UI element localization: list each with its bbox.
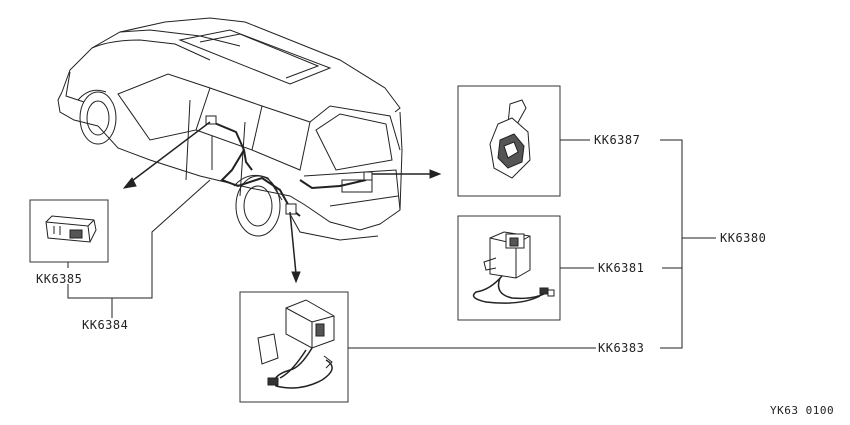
switch-box xyxy=(29,199,109,263)
kit-bracket xyxy=(660,139,716,349)
control-unit-box xyxy=(239,291,349,403)
tail-unit-part xyxy=(489,99,531,179)
label-tail-unit: KK6387 xyxy=(594,133,641,147)
control-unit-part xyxy=(257,299,335,389)
arrow-to-tail-unit xyxy=(372,169,442,179)
switch-part xyxy=(45,215,97,243)
vehicle-illustration xyxy=(57,17,403,241)
sensor-part xyxy=(472,231,555,304)
diagram-code: YK63 0100 xyxy=(770,404,835,417)
tail-unit-box xyxy=(457,85,561,197)
label-switch-assy: KK6384 xyxy=(82,318,129,332)
label-kit: KK6380 xyxy=(720,231,767,245)
switch-assy-leader xyxy=(67,179,211,299)
label-control-unit: KK6383 xyxy=(598,341,645,355)
arrow-to-switch xyxy=(122,121,211,189)
label-switch: KK6385 xyxy=(36,272,83,286)
arrow-to-control-unit xyxy=(289,211,301,284)
label-sensor: KK6381 xyxy=(598,261,645,275)
